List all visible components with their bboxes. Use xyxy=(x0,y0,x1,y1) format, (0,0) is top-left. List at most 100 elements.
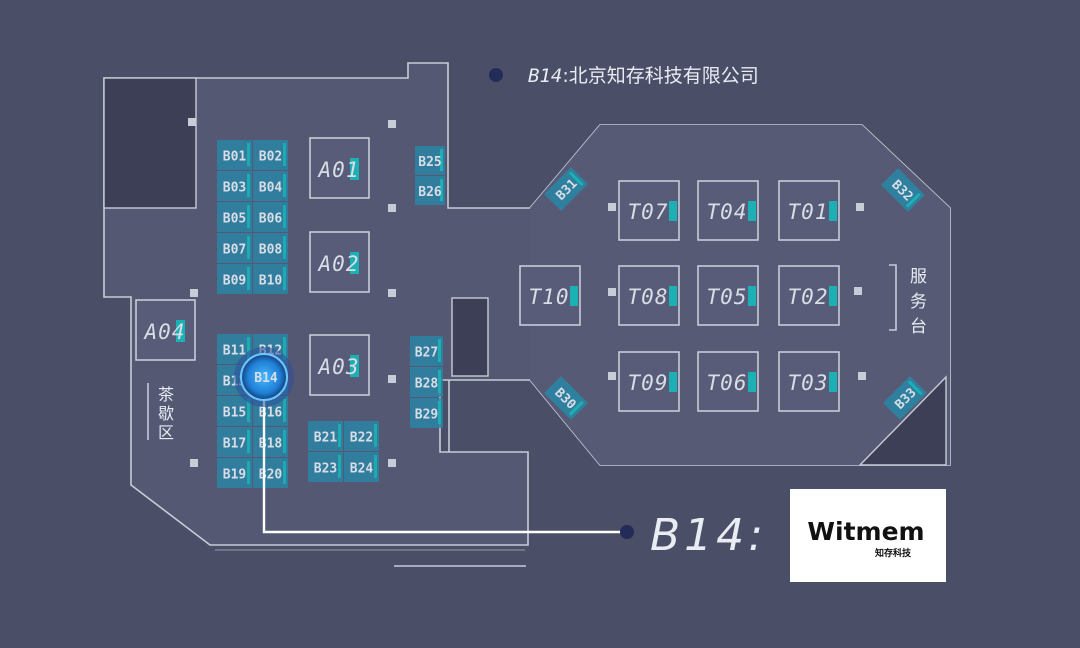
booth-label: B21 xyxy=(314,431,338,446)
booth-label: B19 xyxy=(223,468,246,483)
booth-t02[interactable]: T02 xyxy=(778,265,840,326)
booth-a02[interactable]: A02 xyxy=(309,231,370,293)
booth-b25[interactable]: B25 xyxy=(415,146,445,175)
booth-label: B25 xyxy=(418,155,441,170)
logo-wordmark: Witmem xyxy=(807,517,924,546)
booth-label: B24 xyxy=(350,462,374,477)
booth-label: T09 xyxy=(628,371,669,395)
booth-label: B17 xyxy=(223,437,246,452)
legend-dot xyxy=(489,68,503,82)
callout-booth: B14 xyxy=(650,510,748,561)
booth-label: B16 xyxy=(259,406,283,421)
booth-b27[interactable]: B27 xyxy=(410,336,443,366)
booth-label: A03 xyxy=(317,355,360,379)
callout: B14: Witmem 知存科技 xyxy=(650,489,946,582)
booth-label: B18 xyxy=(259,437,283,452)
structural-blocks xyxy=(103,77,947,466)
service-desk-char: 台 xyxy=(910,317,927,337)
booth-label: T04 xyxy=(707,200,748,224)
legend-booth: B14 xyxy=(528,65,562,87)
legend-separator: : xyxy=(562,65,568,87)
booth-t05[interactable]: T05 xyxy=(697,265,759,326)
booth-b17[interactable]: B17 xyxy=(217,427,252,457)
booth-a03[interactable]: A03 xyxy=(309,334,370,396)
booth-b05[interactable]: B05 xyxy=(217,202,252,232)
booth-b32[interactable]: B32 xyxy=(881,168,925,212)
booth-t10[interactable]: T10 xyxy=(519,265,581,326)
booth-a01[interactable]: A01 xyxy=(309,137,370,199)
highlight-marker[interactable]: B14 xyxy=(234,347,294,407)
booth-a04[interactable]: A04 xyxy=(135,299,196,361)
booth-b08[interactable]: B08 xyxy=(253,233,288,263)
company-logo-card[interactable] xyxy=(790,489,946,582)
booth-label: B07 xyxy=(223,243,246,258)
booth-b30[interactable]: B30 xyxy=(544,376,588,420)
b-booth-grid: B01B02B03B04B05B06B07B08B09B10B11B12B13B… xyxy=(217,140,445,488)
callout-connector xyxy=(262,395,627,534)
booth-b06[interactable]: B06 xyxy=(253,202,288,232)
booth-b23[interactable]: B23 xyxy=(308,452,343,482)
booth-b19[interactable]: B19 xyxy=(217,458,252,488)
highlight-booth-label: B14 xyxy=(254,371,278,386)
booth-b33[interactable]: B33 xyxy=(883,376,927,420)
booth-t01[interactable]: T01 xyxy=(778,180,840,241)
booth-b09[interactable]: B09 xyxy=(217,264,252,294)
booth-label: B22 xyxy=(350,431,373,446)
booth-label: B15 xyxy=(223,406,246,421)
service-desk-label: 服 务 台 xyxy=(910,267,927,337)
booth-t09[interactable]: T09 xyxy=(618,351,680,412)
booth-b03[interactable]: B03 xyxy=(217,171,252,201)
booth-label: B09 xyxy=(223,274,246,289)
booth-b04[interactable]: B04 xyxy=(253,171,288,201)
booth-b31[interactable]: B31 xyxy=(544,167,588,211)
booth-label: B04 xyxy=(259,181,283,196)
booth-t03[interactable]: T03 xyxy=(778,351,840,412)
pillars xyxy=(188,118,866,467)
legend: B14:北京知存科技有限公司 xyxy=(489,65,759,87)
booth-label: T06 xyxy=(707,371,748,395)
booth-t07[interactable]: T07 xyxy=(618,180,680,241)
booth-label: T07 xyxy=(628,200,669,224)
tea-area-char: 歇 xyxy=(158,404,174,423)
booth-label: T08 xyxy=(628,285,669,309)
booth-t06[interactable]: T06 xyxy=(697,351,759,412)
booth-b24[interactable]: B24 xyxy=(344,452,379,482)
legend-company: 北京知存科技有限公司 xyxy=(569,65,759,87)
svg-text:B14:: B14: xyxy=(650,510,767,561)
service-desk-char: 服 xyxy=(910,267,927,287)
booth-t04[interactable]: T04 xyxy=(697,180,759,241)
tea-area-label: 茶 歇 区 xyxy=(158,385,174,442)
callout-dot xyxy=(620,525,634,539)
booth-b07[interactable]: B07 xyxy=(217,233,252,263)
booth-b22[interactable]: B22 xyxy=(344,421,379,451)
booth-label: B10 xyxy=(259,274,283,289)
booth-b01[interactable]: B01 xyxy=(217,140,252,170)
booth-label: B08 xyxy=(259,243,283,258)
booth-label: B27 xyxy=(415,346,438,361)
booth-label: T01 xyxy=(788,200,829,224)
booth-b28[interactable]: B28 xyxy=(410,367,443,397)
booth-label: B23 xyxy=(314,462,337,477)
booth-label: T02 xyxy=(788,285,829,309)
service-desk-char: 务 xyxy=(910,292,927,312)
booth-t08[interactable]: T08 xyxy=(618,265,680,326)
booth-label: B11 xyxy=(223,344,247,359)
booth-b29[interactable]: B29 xyxy=(410,398,443,428)
booth-label: B05 xyxy=(223,212,246,227)
booth-label: B02 xyxy=(259,150,282,165)
booth-b02[interactable]: B02 xyxy=(253,140,288,170)
booth-b21[interactable]: B21 xyxy=(308,421,343,451)
booth-b18[interactable]: B18 xyxy=(253,427,288,457)
booth-b15[interactable]: B15 xyxy=(217,396,252,426)
booth-label: T10 xyxy=(529,285,570,309)
booth-b10[interactable]: B10 xyxy=(253,264,288,294)
booth-b26[interactable]: B26 xyxy=(415,176,445,205)
booth-b20[interactable]: B20 xyxy=(253,458,288,488)
booth-label: A04 xyxy=(143,320,186,344)
booth-label: B26 xyxy=(418,185,442,200)
booth-label: T05 xyxy=(707,285,748,309)
booth-label: A02 xyxy=(317,252,360,276)
